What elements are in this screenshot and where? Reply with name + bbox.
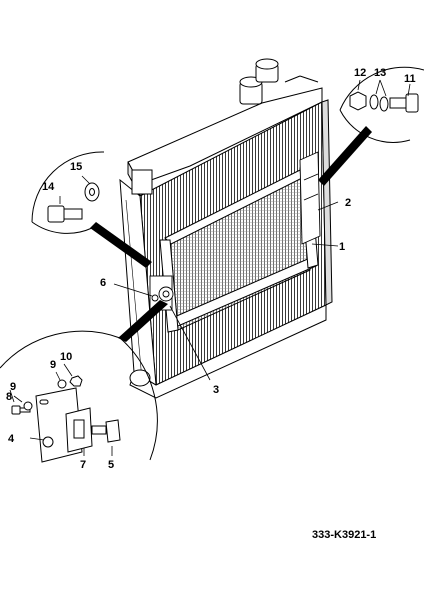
callout-10: 10: [60, 351, 72, 363]
callout-11: 11: [404, 73, 416, 85]
callout-5: 5: [108, 459, 114, 471]
oil-cooler: [159, 167, 319, 333]
sensor-bracket: [149, 275, 174, 311]
callout-4: 4: [8, 433, 15, 445]
sensor-clip: [65, 407, 93, 453]
callout-8: 8: [6, 391, 12, 403]
callout-labels: 1 2 3 4 5 6 7 8 9 9 10 11 12 13 14 15: [6, 67, 416, 471]
nut-icon: [349, 91, 367, 111]
callout-7: 7: [80, 459, 86, 471]
washer-icon: [84, 182, 100, 202]
callout-13: 13: [374, 67, 386, 79]
document-reference: 333-K3921-1: [312, 529, 377, 541]
bolt-icon: [389, 93, 419, 113]
callout-2: 2: [345, 197, 351, 209]
washer-icon: [23, 379, 67, 411]
washer-icon: [369, 94, 389, 112]
callout-6: 6: [100, 277, 106, 289]
detail-circle-bottom: [0, 300, 168, 463]
detail-circle-right: [318, 66, 424, 186]
nut-icon: [69, 375, 83, 387]
callout-9b: 9: [50, 359, 56, 371]
callout-15: 15: [70, 161, 82, 173]
mount-bracket: [299, 151, 321, 245]
detail-circle-left: [31, 151, 152, 268]
leader-lines: [113, 201, 339, 381]
bolt-icon: [47, 205, 83, 223]
callout-3: 3: [213, 384, 219, 396]
callout-9a: 9: [10, 381, 16, 393]
callout-12: 12: [354, 67, 366, 79]
sensor-icon: [91, 419, 121, 443]
callout-14: 14: [42, 181, 55, 193]
callout-1: 1: [339, 241, 345, 253]
